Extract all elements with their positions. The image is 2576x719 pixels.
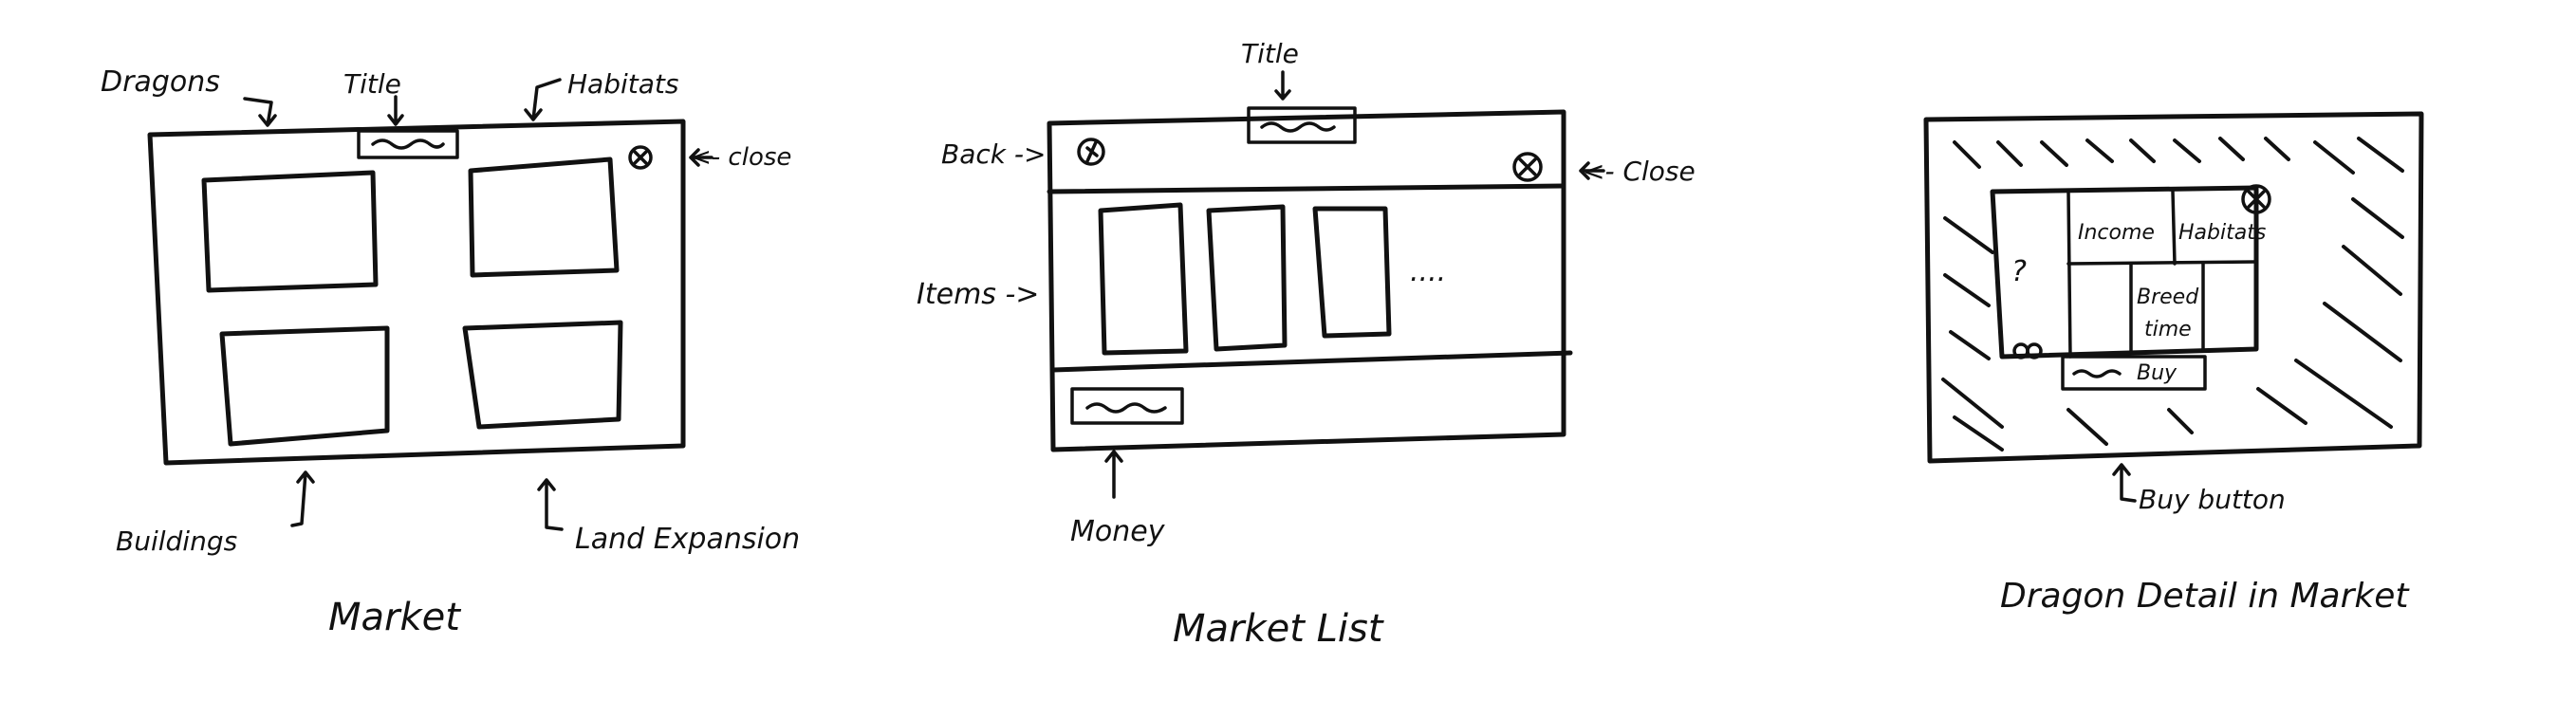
market-close-arrow: [689, 148, 713, 167]
market-label-habitats: Habitats: [567, 68, 678, 100]
dragon-detail-close-icon[interactable]: [2241, 184, 2271, 214]
market-list-money-box: [1070, 387, 1184, 425]
market-dragons-tile[interactable]: [201, 170, 379, 293]
market-list-caption: Market List: [1173, 607, 1384, 651]
dragon-detail-buy-button[interactable]: [2061, 355, 2207, 391]
market-title-scribble: [371, 138, 445, 150]
dragon-detail-outer-frame: [1923, 111, 2424, 464]
market-land-expansion-tile[interactable]: [462, 320, 623, 430]
market-list-item-card[interactable]: [1312, 206, 1392, 339]
market-list-title-arrow: [1274, 70, 1291, 101]
market-list-item-card[interactable]: [1098, 202, 1189, 356]
market-list-label-items: Items ->: [917, 278, 1039, 311]
dragon-detail-stats-divider: [2066, 260, 2258, 266]
market-label-close: <- close: [691, 143, 791, 172]
market-list-window-frame: [1047, 109, 1566, 452]
market-habitats-arrow: [524, 78, 562, 121]
dragon-detail-buy-scribble: [2072, 369, 2122, 378]
dragon-detail-panel: Buy ? Income Habitats Breed time Buy but…: [1923, 111, 2424, 616]
market-close-icon[interactable]: [628, 145, 653, 170]
market-list-back-icon-glyph: [1085, 140, 1099, 163]
market-list-label-title: Title: [1241, 38, 1299, 69]
market-title-bar: [357, 129, 459, 159]
dragon-detail-income-divider: [2171, 190, 2177, 266]
market-list-item-card[interactable]: [1206, 204, 1288, 352]
dragon-detail-element-icon: [2026, 342, 2043, 360]
market-window-frame: [147, 119, 686, 466]
market-list-label-close: <- Close: [1583, 156, 1696, 187]
market-list-label-back: Back ->: [941, 138, 1046, 170]
market-buildings-tile[interactable]: [219, 325, 390, 447]
dragon-detail-label-breed: Breed: [2137, 286, 2199, 309]
market-list-footer-divider: [1050, 350, 1573, 373]
market-list-close-arrow: [1579, 161, 1605, 180]
market-list-title-scribble: [1260, 121, 1336, 133]
market-list-back-icon[interactable]: [1077, 138, 1105, 166]
dragon-detail-dim-overlay: [1941, 137, 2404, 452]
market-caption: Market: [328, 596, 461, 639]
market-list-more-items: ....: [1410, 255, 1446, 288]
dragon-detail-caption: Dragon Detail in Market: [2000, 577, 2410, 616]
dragon-detail-label-habitats: Habitats: [2178, 221, 2266, 245]
market-list-close-icon[interactable]: [1512, 152, 1543, 182]
dragon-detail-label-time: time: [2144, 318, 2192, 341]
market-list-title-bar: [1247, 106, 1357, 144]
dragon-detail-label-income: Income: [2078, 221, 2155, 245]
market-habitats-tile[interactable]: [468, 157, 620, 278]
market-title-arrow: [387, 95, 404, 126]
market-label-land-expansion: Land Expansion: [575, 523, 800, 556]
market-list-label-money: Money: [1070, 515, 1166, 548]
market-list-close-icon-x: [1518, 157, 1537, 176]
market-buildings-arrow: [290, 470, 315, 527]
dragon-detail-image-divider: [2066, 190, 2072, 359]
market-list-money-scribble: [1085, 402, 1167, 414]
market-label-title: Title: [343, 68, 401, 100]
dragon-detail-close-icon-x: [2247, 190, 2266, 209]
market-land-arrow: [537, 478, 564, 531]
market-list-panel: .... Title Back -> <- Close Items -> Mon…: [917, 38, 1696, 651]
market-label-buildings: Buildings: [116, 525, 237, 557]
dragon-detail-label-buy-button: Buy button: [2139, 484, 2286, 515]
market-dragons-arrow: [243, 97, 277, 127]
market-list-header-divider: [1047, 183, 1566, 194]
dragon-detail-modal: [1990, 185, 2259, 360]
dragon-detail-buy-button-label: Buy: [2137, 361, 2178, 385]
dragon-detail-image-placeholder: ?: [2011, 255, 2027, 288]
market-label-dragons: Dragons: [101, 65, 220, 99]
market-close-icon-x: [633, 150, 648, 165]
market-list-money-arrow: [1104, 450, 1123, 499]
market-panel: Dragons Title Habitats <- close Building…: [101, 65, 800, 639]
dragon-detail-buy-arrow: [2112, 463, 2137, 503]
